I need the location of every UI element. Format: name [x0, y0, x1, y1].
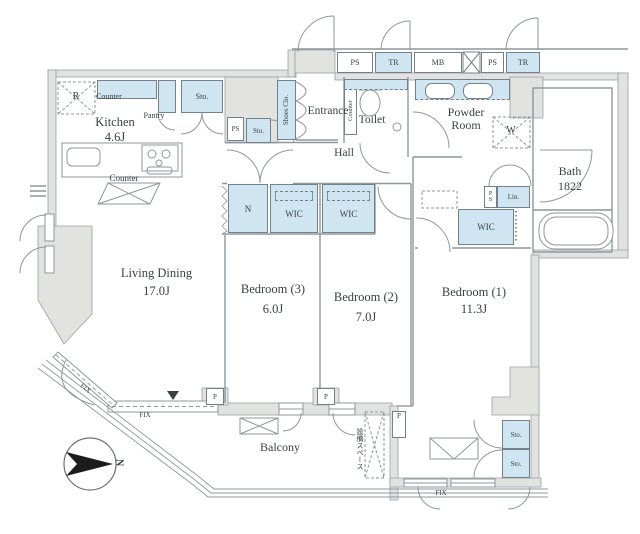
- room-label-bedroom2: Bedroom (2): [333, 290, 399, 304]
- shoes-closet-box: Shoes Clo.: [277, 80, 296, 140]
- storage-box: Sto.: [246, 118, 271, 143]
- pillar-box: P: [317, 388, 335, 405]
- pipe-space-label: PS: [350, 58, 360, 67]
- pantry-box: [158, 80, 176, 113]
- pillar-label: P: [324, 392, 328, 401]
- room-label-bedroom1: Bedroom (1): [441, 285, 507, 299]
- pipe-space-label: PS: [488, 58, 497, 67]
- refrigerator-label: R: [72, 91, 80, 102]
- pipe-space-box: PS: [481, 52, 504, 73]
- pantry-label: Pantry: [143, 111, 165, 120]
- washing-machine-label: W: [506, 125, 516, 136]
- closet-n-box: N: [228, 184, 268, 233]
- room-label-kitchen: Kitchen: [95, 115, 135, 129]
- compass-north-label: N: [113, 458, 125, 467]
- compass-icon: [63, 437, 117, 491]
- storage-label: Sto.: [252, 126, 265, 135]
- storage-box: Sto.: [181, 80, 223, 113]
- walk-in-closet-label: WIC: [477, 222, 495, 232]
- room-label-powder-room: Powder Room: [447, 105, 485, 133]
- meter-box-cross-icon: [462, 51, 481, 74]
- shoes-closet-label: Shoes Clo.: [282, 94, 291, 126]
- pipe-space-label: PS: [231, 125, 240, 133]
- storage-label: Sto.: [510, 430, 522, 439]
- ac-envelope-icon: [429, 437, 479, 460]
- sink-icon: [463, 83, 493, 99]
- linen-box: Lin.: [497, 186, 530, 208]
- room-label-toilet: Toilet: [358, 114, 386, 126]
- pillar-box: P: [206, 388, 224, 405]
- linen-label: Lin.: [507, 193, 520, 201]
- hanger-rail-icon: [327, 191, 370, 201]
- pipe-space-box: PS: [227, 117, 244, 141]
- kitchen-counter-cabinet: [97, 80, 157, 99]
- trunk-room-label: TR: [388, 58, 399, 67]
- storage-label: Sto.: [510, 459, 522, 468]
- bathtub-icon: [538, 212, 614, 250]
- counter-label: Counter: [109, 173, 139, 183]
- room-size-bedroom1: 11.3J: [460, 302, 488, 316]
- door-arcs: [19, 15, 593, 510]
- room-size-bedroom2: 7.0J: [355, 310, 377, 324]
- mail-box-label: MB: [431, 58, 445, 67]
- toilet-vanity-strip: [344, 79, 408, 90]
- closet-detail-lines: [98, 82, 517, 243]
- pillar-label: P: [213, 392, 217, 401]
- pillar-label: P: [397, 412, 401, 420]
- storage-box: Sto.: [502, 420, 530, 449]
- fix-window-label: FIX: [139, 411, 151, 419]
- pipe-space-label: PS: [487, 191, 494, 203]
- walk-in-closet-box: WIC: [270, 184, 318, 233]
- room-size-living-dining: 17.0J: [143, 284, 170, 298]
- walk-in-closet-label: WIC: [339, 209, 358, 219]
- room-label-bedroom3: Bedroom (3): [240, 282, 306, 296]
- room-label-entrance: Entrance: [307, 105, 349, 117]
- walk-in-closet-box: WIC: [322, 184, 375, 233]
- storage-box: Sto.: [502, 449, 530, 478]
- walk-in-closet-box: WIC: [458, 209, 514, 245]
- washing-machine-icon: [492, 116, 531, 149]
- window-midlines: [55, 354, 495, 484]
- kitchen-island: [61, 142, 183, 178]
- sink-icon: [425, 83, 455, 99]
- walk-in-closet-label: WIC: [285, 209, 303, 219]
- equipment-space-label: 設備スペース: [356, 428, 364, 470]
- refrigerator-icon: [57, 81, 96, 115]
- range-hood-icon: [97, 182, 161, 205]
- hanger-rail-icon: [275, 191, 313, 201]
- trunk-room-box: TR: [506, 52, 540, 73]
- closet-n-label: N: [244, 203, 252, 214]
- mail-box: MB: [414, 52, 462, 73]
- room-label-hall: Hall: [334, 147, 354, 159]
- room-size-bedroom3: 6.0J: [262, 302, 284, 316]
- room-label-balcony: Balcony: [260, 440, 300, 454]
- balcony-rails: [37, 359, 548, 498]
- counter-label: Counter: [96, 92, 122, 101]
- room-label-living-dining: Living Dining: [120, 266, 193, 280]
- pipe-space-box: PS: [337, 52, 373, 73]
- trunk-room-box: TR: [375, 52, 412, 73]
- equipment-space-icon: [364, 411, 385, 479]
- trunk-room-label: TR: [517, 58, 529, 67]
- room-size-bath: 1822: [558, 179, 582, 193]
- level-marker-icon: [167, 391, 179, 400]
- powder-vanity-strip: [415, 79, 510, 100]
- pillar-box: P: [392, 411, 406, 438]
- storage-label: Sto.: [195, 92, 209, 101]
- pipe-space-box: PS: [484, 186, 497, 208]
- ac-unit-icon: [239, 417, 279, 435]
- room-size-kitchen: 4.6J: [104, 130, 126, 144]
- room-label-bath: Bath: [558, 164, 582, 178]
- fix-window-label: FIX: [435, 489, 447, 497]
